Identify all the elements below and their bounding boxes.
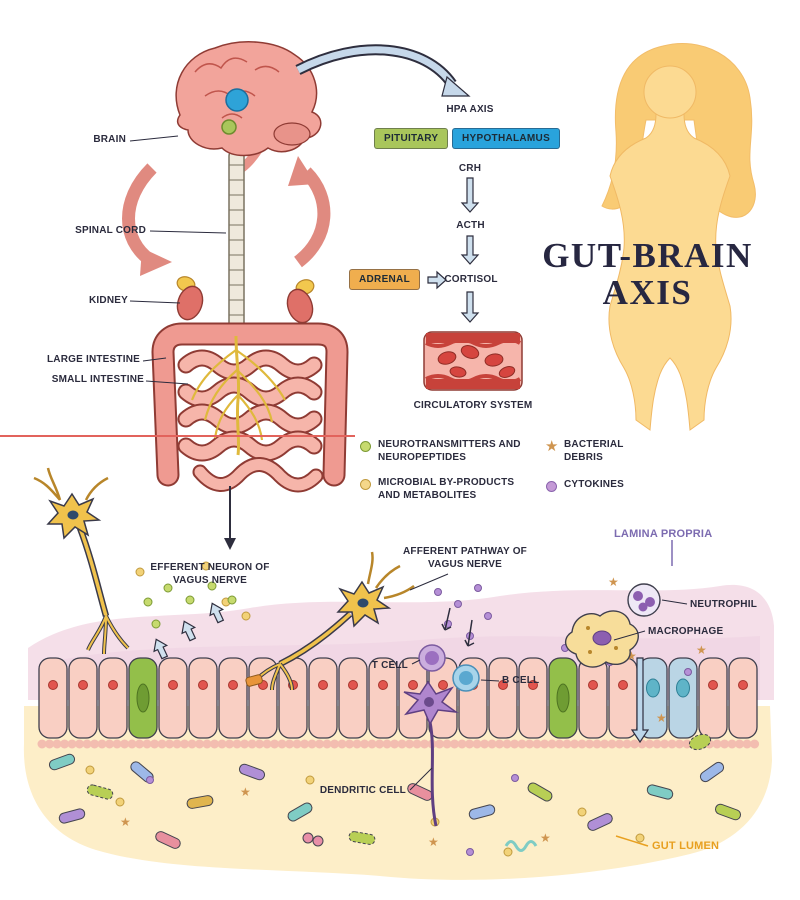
microbial-legend-label: MICROBIAL BY-PRODUCTS AND METABOLITES <box>378 477 515 501</box>
afferent-pathway-label: AFFERENT PATHWAY OF VAGUS NERVE <box>403 546 527 570</box>
kidneys <box>176 276 315 324</box>
spinal-cord-illustration <box>228 147 262 336</box>
cytokines-legend-label: CYTOKINES <box>564 479 624 490</box>
microbial-legend-icon <box>360 479 371 490</box>
svg-text:★: ★ <box>120 815 131 829</box>
svg-text:★: ★ <box>608 575 619 589</box>
brain-illustration <box>175 41 322 157</box>
intestines <box>151 322 349 493</box>
b-cell <box>452 664 480 692</box>
gut-lumen-region <box>23 706 773 880</box>
lamina-propria-label: LAMINA PROPRIA <box>614 528 713 540</box>
lumen-bacteria <box>48 733 742 852</box>
svg-text:★: ★ <box>240 785 251 799</box>
neurotransmitters-legend-label: NEUROTRANSMITTERS AND NEUROPEPTIDES <box>378 439 521 463</box>
dendritic-cell-label: DENDRITIC CELL <box>319 785 406 796</box>
female-silhouette <box>601 42 756 431</box>
svg-text:★: ★ <box>428 835 439 849</box>
macrophage <box>565 610 639 668</box>
pointer-lines <box>129 135 688 791</box>
brain-label: BRAIN <box>93 134 126 145</box>
signal-arrows-up <box>153 602 225 660</box>
svg-text:★: ★ <box>626 649 637 663</box>
cytokine-dots <box>146 584 692 856</box>
cortisol-label: CORTISOL <box>444 274 498 285</box>
efferent-neuron-label: EFFERENT NEURON OF VAGUS NERVE <box>150 562 270 586</box>
hypothalamus-box: HYPOTHALAMUS <box>452 128 561 149</box>
cytokines-legend-icon <box>546 481 557 492</box>
gut-lumen-label: GUT LUMEN <box>652 840 720 852</box>
large-intestine-label: LARGE INTESTINE <box>46 354 140 365</box>
neurotransmitter-dots <box>143 581 237 629</box>
t-cell <box>418 644 446 672</box>
neutrophil-label: NEUTROPHIL <box>690 599 757 610</box>
gut-to-panel-arrow <box>224 486 236 550</box>
bacterial-debris-legend-label: BACTERIAL DEBRIS <box>564 439 624 463</box>
t-cell-label: T CELL <box>371 660 408 671</box>
afferent-neuron <box>245 551 475 691</box>
gut-lumen-pointer <box>615 835 649 847</box>
neurotransmitters-legend-icon <box>360 441 371 452</box>
svg-text:★: ★ <box>540 831 551 845</box>
kidney-label: KIDNEY <box>89 295 128 306</box>
blood-vessel <box>423 331 523 391</box>
svg-text:★: ★ <box>656 711 667 725</box>
vagus-nerve <box>190 335 286 456</box>
acth-label: ACTH <box>456 220 485 231</box>
svg-text:★: ★ <box>696 643 707 657</box>
transport-arrow <box>630 657 650 744</box>
spinal-cord-label: SPINAL CORD <box>75 225 146 236</box>
title-line1: GUT-BRAIN <box>542 236 753 275</box>
brain-to-hpa-arrow <box>295 44 471 97</box>
circulatory-system-label: CIRCULATORY SYSTEM <box>413 400 533 411</box>
macrophage-label: MACROPHAGE <box>648 626 724 637</box>
rotation-arrows <box>122 156 331 276</box>
adrenal-box: ADRENAL <box>349 269 420 290</box>
crh-label: CRH <box>458 163 482 174</box>
pituitary-box: PITUITARY <box>374 128 449 149</box>
small-intestine-label: SMALL INTESTINE <box>51 374 144 385</box>
b-cell-label: B CELL <box>502 675 540 686</box>
dendritic-cell <box>403 680 459 827</box>
hpa-flow-arrows <box>427 177 480 323</box>
title-line2: AXIS <box>602 272 693 312</box>
page-title: GUT-BRAIN AXIS <box>540 236 755 312</box>
hpa-axis-title: HPA AXIS <box>446 104 494 115</box>
efferent-neuron <box>33 467 130 655</box>
bacterial-debris-legend-icon: ★ <box>545 438 559 455</box>
neutrophil <box>627 583 661 617</box>
bacterial-debris-stars: ★ ★ ★ ★ ★ ★ ★ ★ <box>120 575 707 849</box>
